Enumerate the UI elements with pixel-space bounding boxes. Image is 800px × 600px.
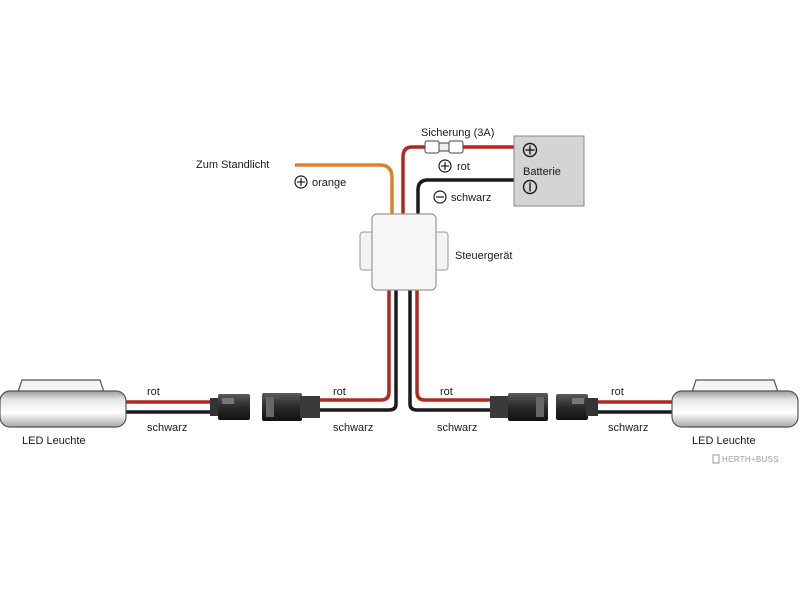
standlicht-label: Zum Standlicht [196, 159, 269, 171]
schwarz-top-label: schwarz [451, 192, 491, 204]
battery-label: Batterie [523, 166, 561, 178]
controller-label: Steuergerät [455, 250, 512, 262]
black-wire-battery [416, 178, 515, 215]
rot-label-4: rot [611, 386, 624, 398]
red-wire-left-branch [318, 290, 391, 402]
schwarz-label-3: schwarz [437, 422, 477, 434]
schwarz-label-2: schwarz [333, 422, 373, 434]
controller-unit [359, 213, 449, 291]
rot-label-3: rot [440, 386, 453, 398]
orange-wire [295, 163, 394, 215]
rot-label-2: rot [333, 386, 346, 398]
brand-watermark: HERTH+BUSS [712, 454, 779, 464]
led-left-label: LED Leuchte [22, 435, 86, 447]
plug-left-male [210, 394, 250, 420]
fuse-holder [424, 140, 464, 154]
led-lamp-left [0, 379, 127, 428]
watermark-text: HERTH+BUSS [722, 455, 779, 464]
fuse-label: Sicherung (3A) [421, 127, 494, 139]
schwarz-label-4: schwarz [608, 422, 648, 434]
battery-box: Batterie [513, 135, 585, 207]
red-wire-fuse [401, 145, 425, 215]
orange-label: orange [312, 177, 346, 189]
led-lamp-right [671, 379, 799, 428]
plug-right-male [556, 394, 598, 420]
plus-symbol-icon [522, 142, 538, 158]
plug-left-female [262, 393, 320, 421]
black-wire-right-branch [408, 290, 490, 412]
plug-right-female [490, 393, 548, 421]
plus-symbol-icon [438, 159, 452, 173]
minus-symbol-icon [433, 190, 447, 204]
rot-top-label: rot [457, 161, 470, 173]
minus-symbol-icon [522, 179, 538, 195]
plus-symbol-icon [294, 175, 308, 189]
rot-label-1: rot [147, 386, 160, 398]
schwarz-label-1: schwarz [147, 422, 187, 434]
red-wire-right-branch [415, 290, 490, 402]
led-right-label: LED Leuchte [692, 435, 756, 447]
black-wire-left-branch [318, 290, 398, 412]
